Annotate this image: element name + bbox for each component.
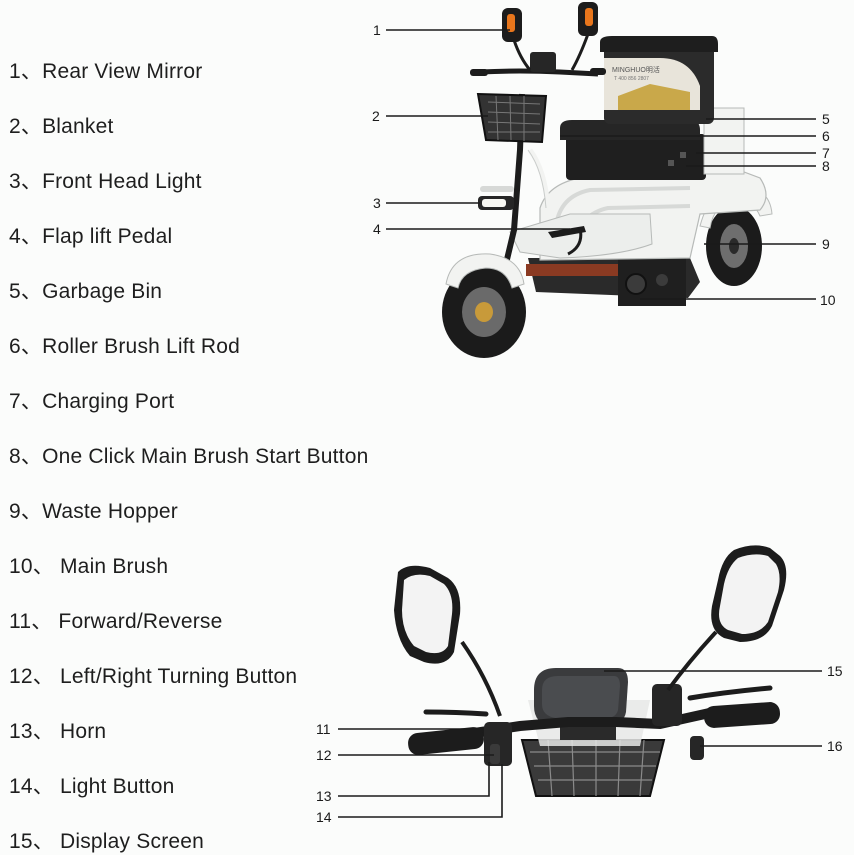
callout-14: 14: [316, 809, 332, 825]
callout-8: 8: [822, 158, 830, 174]
callout-12: 12: [316, 747, 332, 763]
part-label-11: 11、 Forward/Reverse: [9, 610, 223, 633]
part-label-4: 4、Flap lift Pedal: [9, 225, 173, 248]
bin-phone: T 400 856 2807: [614, 76, 649, 82]
callout-11: 11: [316, 721, 331, 737]
rear-wheel: [706, 206, 762, 286]
part-label-5: 5、Garbage Bin: [9, 280, 163, 303]
part-label-6: 6、Roller Brush Lift Rod: [9, 335, 241, 358]
display-screen: [534, 668, 628, 726]
callout-numbers: 1 2 3 4 5 6 7 8 9 10 11 12 13 14 15 16: [316, 22, 843, 825]
callout-2: 2: [372, 108, 380, 124]
part-label-2: 2、Blanket: [9, 115, 114, 138]
waste-hopper: [526, 256, 700, 306]
rear-view-mirrors: [502, 2, 598, 71]
part-label-3: 3、Front Head Light: [9, 170, 202, 193]
callout-4: 4: [373, 221, 381, 237]
callout-5: 5: [822, 111, 830, 127]
callout-15: 15: [827, 663, 843, 679]
garbage-bin: MINGHUO明活 T 400 856 2807: [600, 36, 718, 124]
part-label-12: 12、 Left/Right Turning Button: [9, 665, 298, 688]
callout-16: 16: [827, 738, 843, 754]
front-basket: [476, 92, 548, 144]
part-label-15: 15、 Display Screen: [9, 830, 205, 853]
callout-6: 6: [822, 128, 830, 144]
callout-10: 10: [820, 292, 836, 308]
bin-logo: MINGHUO明活: [612, 65, 660, 74]
parts-list: 1、Rear View Mirror 2、Blanket 3、Front Hea…: [0, 0, 400, 853]
front-wheel: [442, 266, 526, 358]
part-label-14: 14、 Light Button: [9, 775, 175, 798]
callout-13: 13: [316, 788, 332, 804]
part-label-8: 8、One Click Main Brush Start Button: [9, 445, 369, 468]
handlebar-illustration: [394, 545, 787, 797]
callout-1: 1: [373, 22, 381, 38]
callout-7: 7: [822, 145, 830, 161]
part-label-9: 9、Waste Hopper: [9, 500, 178, 523]
callout-9: 9: [822, 236, 830, 252]
callout-3: 3: [373, 195, 381, 211]
part-label-10: 10、 Main Brush: [9, 555, 169, 578]
part-label-7: 7、Charging Port: [9, 390, 175, 413]
handlebar-mirrors: [394, 545, 787, 717]
part-label-1: 1、Rear View Mirror: [9, 60, 203, 83]
part-label-13: 13、 Horn: [9, 720, 107, 743]
tricycle-illustration: MINGHUO明活 T 400 856 2807: [442, 2, 773, 358]
leader-lines: [338, 29, 822, 818]
